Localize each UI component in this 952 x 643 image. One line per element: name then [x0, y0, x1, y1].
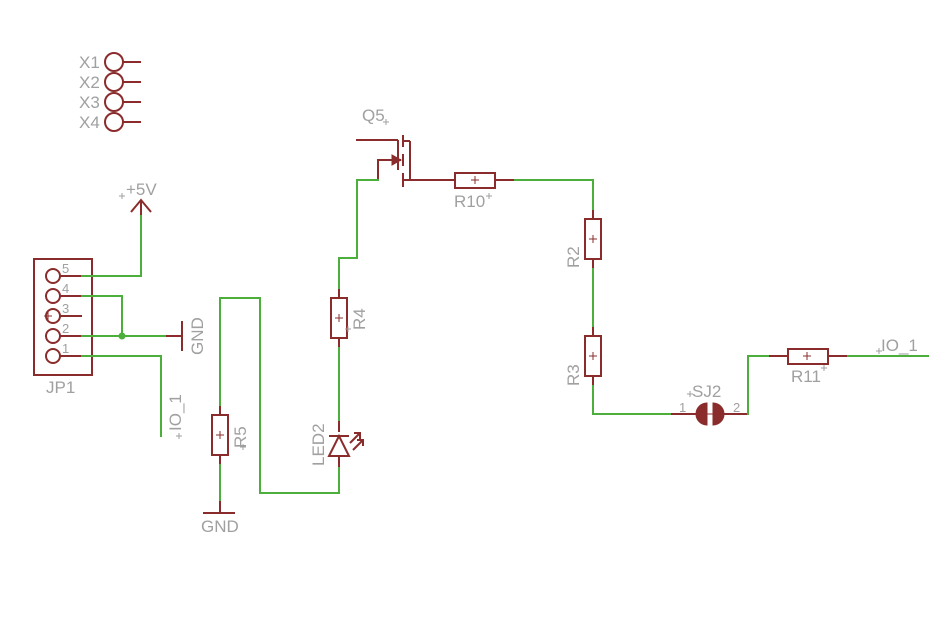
transistor-q5[interactable]: Q5: [356, 106, 455, 187]
resistor-r4[interactable]: R4: [330, 288, 369, 348]
resistor-r10-label: R10: [454, 192, 485, 211]
resistor-r3[interactable]: R3: [564, 326, 602, 386]
resistor-r3-label: R3: [564, 364, 583, 386]
connector-x-group: X1 X2 X3 X4: [79, 52, 141, 132]
gnd-bottom-label: GND: [201, 517, 239, 536]
connector-x4[interactable]: X4: [79, 112, 141, 132]
wire-r3-sj2[interactable]: [592, 385, 671, 415]
connector-x3[interactable]: X3: [79, 92, 141, 112]
connector-x1-label: X1: [79, 53, 100, 72]
header-pin4-label: 4: [62, 281, 69, 296]
wires: [81, 179, 929, 501]
resistor-r11-label: R11: [791, 367, 821, 386]
wire-io-left[interactable]: [81, 355, 162, 437]
junction-dot: [118, 332, 126, 340]
jumper-sj2[interactable]: SJ2 1 2: [670, 382, 748, 426]
resistor-r4-label: R4: [350, 308, 369, 330]
wire-gnd-top[interactable]: [81, 295, 123, 337]
gnd-top-label: GND: [188, 317, 207, 355]
header-pin3-label: 3: [62, 301, 69, 316]
net-io-right-label: IO_1: [881, 336, 918, 355]
gnd-symbol-bottom[interactable]: GND: [201, 500, 239, 536]
wire-r5-top[interactable]: [219, 297, 340, 494]
gnd-symbol-top[interactable]: GND: [165, 317, 207, 355]
jumper-sj2-pin1-label: 1: [679, 400, 686, 415]
net-io-right[interactable]: IO_1: [876, 336, 918, 355]
wire-r10-r2[interactable]: [514, 179, 594, 210]
header-jp1-body: [33, 258, 93, 376]
resistor-r5[interactable]: R5: [211, 405, 250, 465]
connector-x4-label: X4: [79, 113, 100, 132]
net-io-left-label: IO_1: [166, 394, 185, 431]
resistor-r11[interactable]: R11: [768, 348, 848, 386]
connector-x1[interactable]: X1: [79, 52, 141, 72]
resistor-r2[interactable]: R2: [564, 209, 602, 269]
led-led2-label: LED2: [309, 423, 328, 466]
header-pin5-label: 5: [62, 261, 69, 276]
header-jp1-label: JP1: [46, 378, 75, 397]
supply-5v[interactable]: +5V: [119, 180, 157, 216]
header-pin1-label: 1: [62, 341, 69, 356]
header-jp1-pins: [44, 268, 82, 364]
net-io-left[interactable]: IO_1: [166, 394, 185, 439]
wire-sj2-r11[interactable]: [747, 355, 769, 415]
header-jp1[interactable]: 5 4 3 2 1 JP1: [33, 258, 93, 397]
wire-q5-r4[interactable]: [338, 179, 379, 289]
led-led2[interactable]: LED2: [309, 420, 364, 468]
connector-x2[interactable]: X2: [79, 72, 141, 92]
jumper-sj2-pin2-label: 2: [733, 400, 740, 415]
transistor-q5-label: Q5: [362, 106, 385, 125]
connector-x3-label: X3: [79, 93, 100, 112]
connector-x2-label: X2: [79, 73, 100, 92]
resistor-r5-label: R5: [231, 426, 250, 448]
resistor-r2-label: R2: [564, 246, 583, 268]
resistor-r10[interactable]: R10: [454, 172, 515, 211]
header-pin2-label: 2: [62, 321, 69, 336]
wire-5v[interactable]: [81, 215, 142, 277]
supply-5v-label: +5V: [126, 180, 157, 199]
jumper-sj2-label: SJ2: [692, 382, 721, 401]
